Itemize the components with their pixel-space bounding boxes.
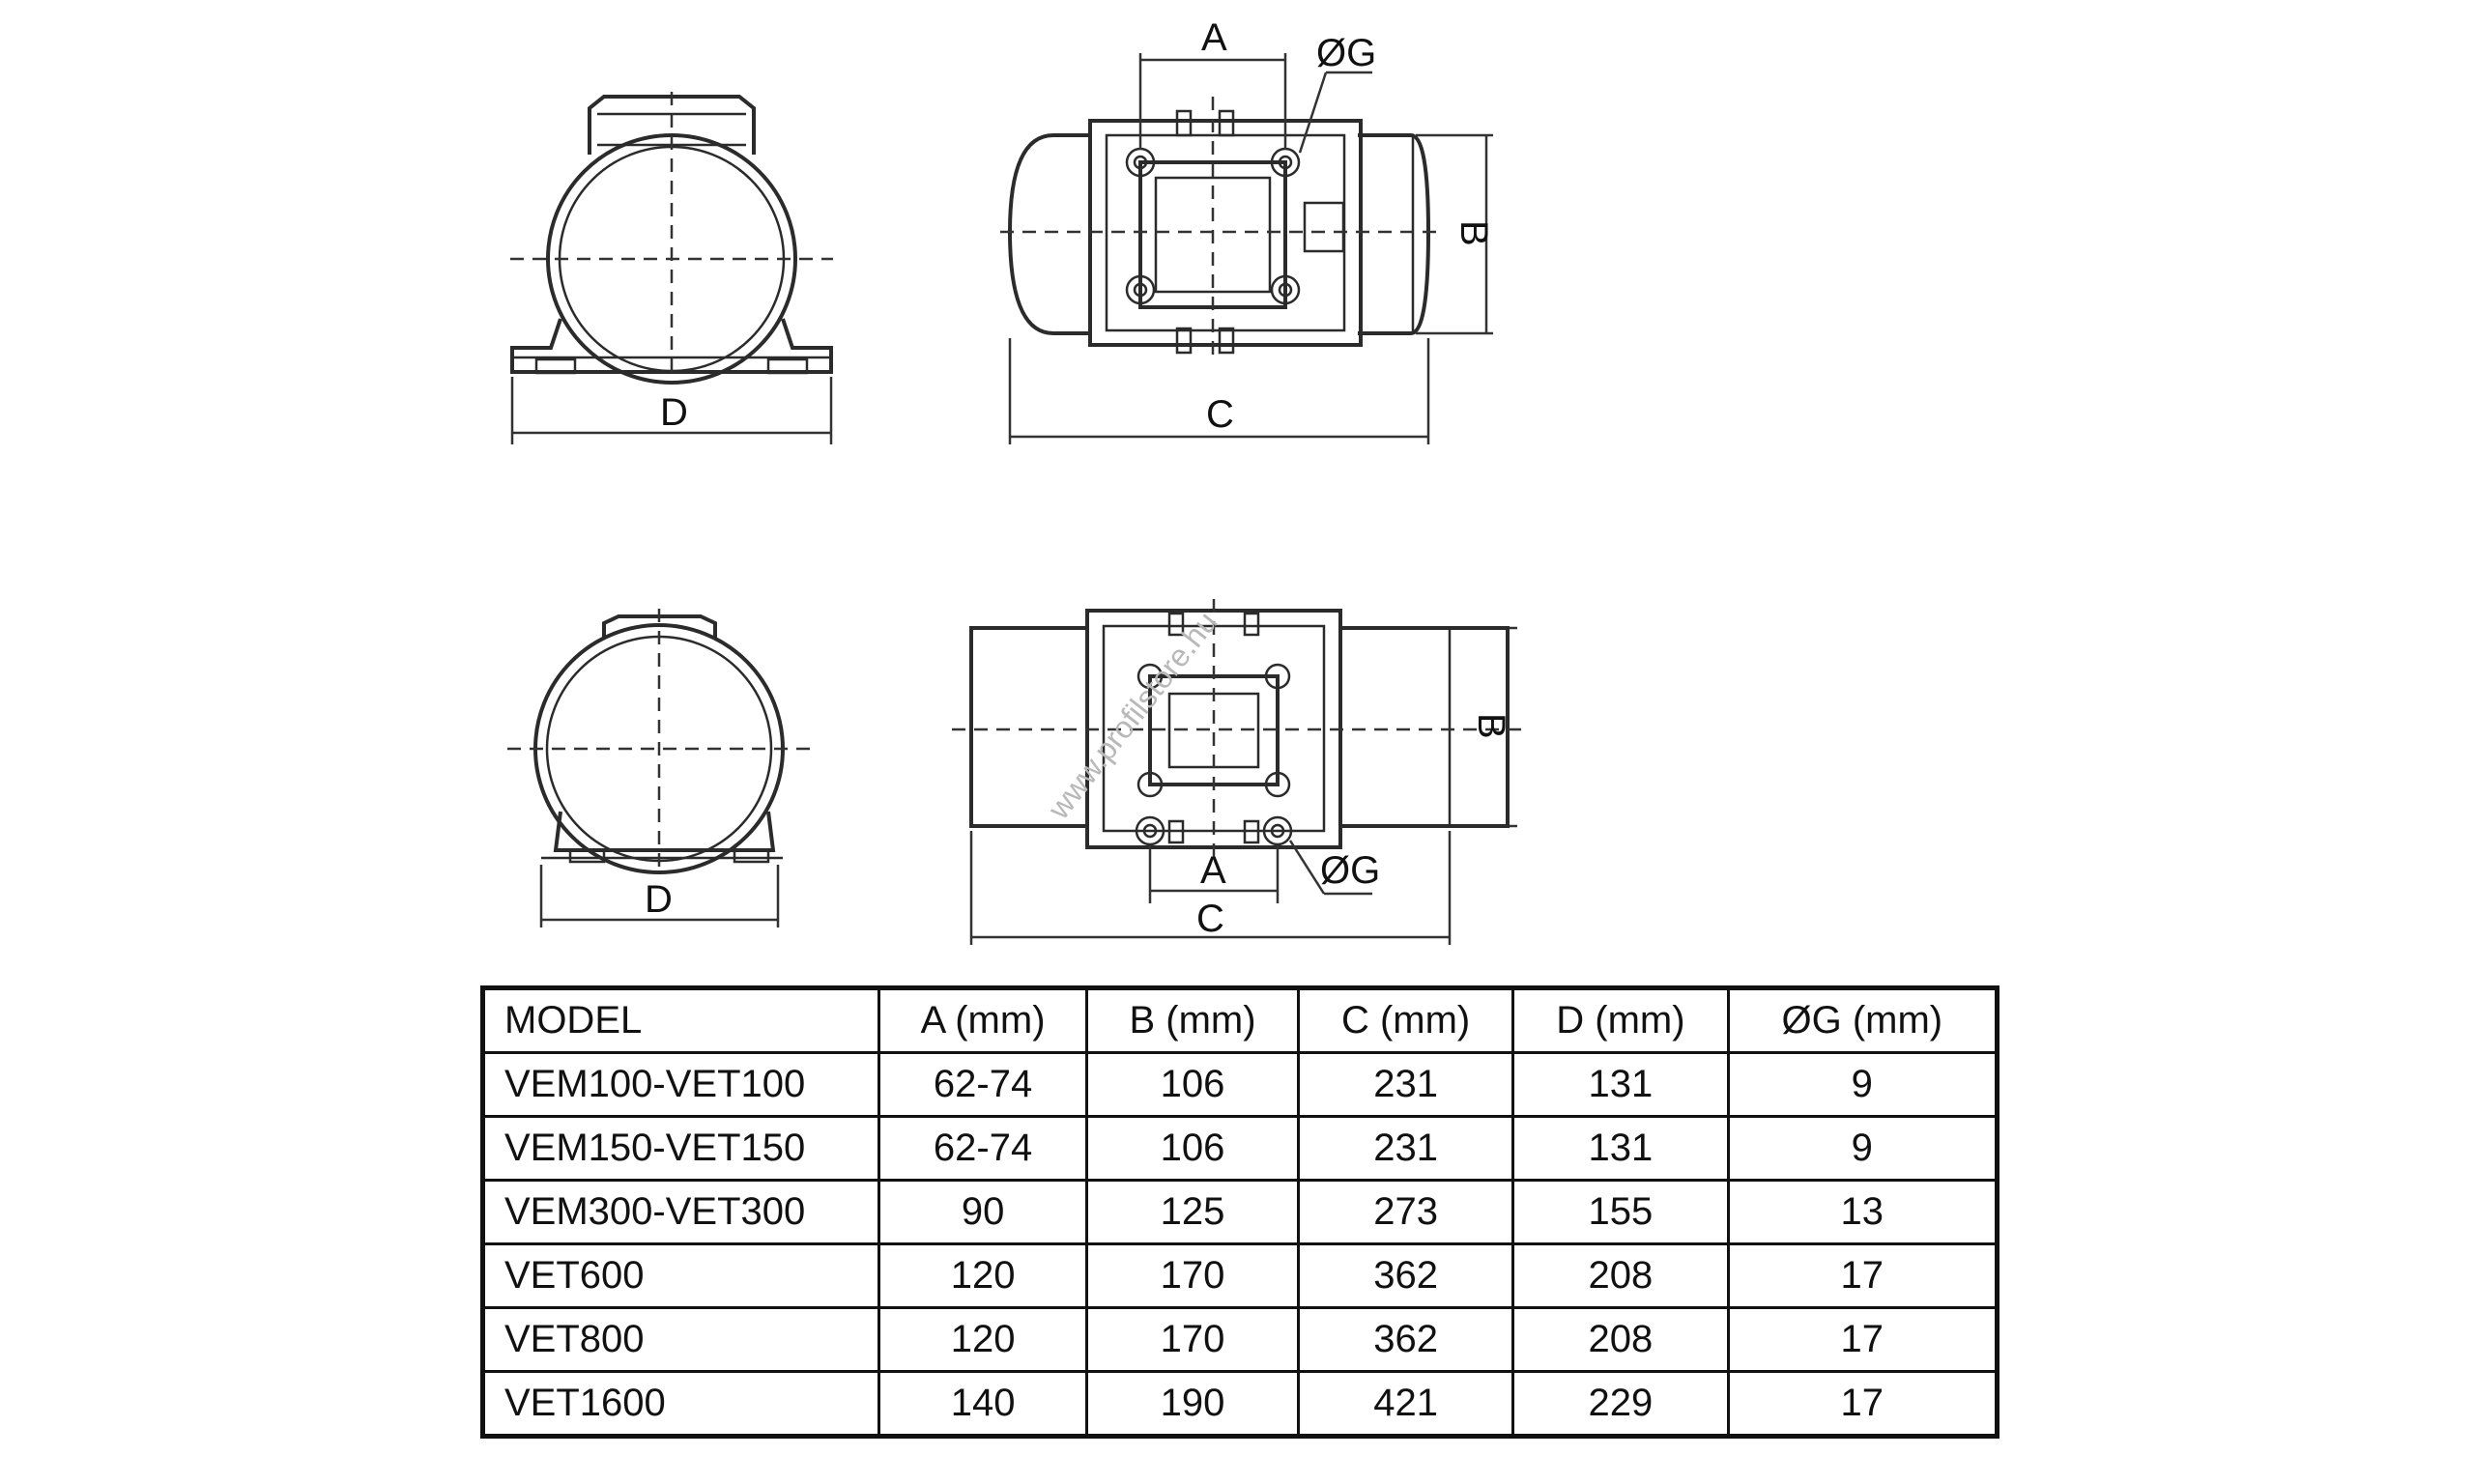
model-cell: VET800 (481, 1306, 880, 1373)
table-cell: 131 (1511, 1115, 1730, 1182)
table-cell: 9 (1726, 1051, 1999, 1118)
side-view-bottom: A ØG B C (952, 599, 1527, 945)
model-cell: VEM100-VET100 (481, 1051, 880, 1118)
header-cell: A (mm) (877, 986, 1089, 1054)
model-cell: VET1600 (481, 1370, 880, 1438)
front-view-top: D (510, 92, 833, 444)
dim-c-label: C (1206, 393, 1234, 436)
dim-d-label-2: D (645, 878, 673, 921)
table-cell: 273 (1296, 1179, 1515, 1245)
table-cell: 421 (1296, 1370, 1515, 1438)
table-row: VET1600 140 190 421 229 17 (481, 1370, 1999, 1438)
dim-b-label: B (1453, 220, 1495, 246)
table-row: VEM150-VET150 62-74 106 231 131 9 (481, 1115, 1999, 1182)
table-cell: 362 (1296, 1306, 1515, 1373)
table-cell: 90 (877, 1179, 1089, 1245)
table-cell: 131 (1511, 1051, 1730, 1118)
dim-a-label: A (1201, 16, 1227, 59)
table-cell: 13 (1726, 1179, 1999, 1245)
table-cell: 170 (1085, 1242, 1300, 1309)
table-row: VEM300-VET300 90 125 273 155 13 (481, 1179, 1999, 1245)
table-cell: 62-74 (877, 1051, 1089, 1118)
table-cell: 155 (1511, 1179, 1730, 1245)
table-cell: 140 (877, 1370, 1089, 1438)
header-cell: B (mm) (1085, 986, 1300, 1054)
table-cell: 231 (1296, 1051, 1515, 1118)
table-row: VET800 120 170 362 208 17 (481, 1306, 1999, 1373)
table-cell: 231 (1296, 1115, 1515, 1182)
table-cell: 106 (1085, 1115, 1300, 1182)
header-cell: MODEL (481, 986, 880, 1054)
table-cell: 125 (1085, 1179, 1300, 1245)
technical-drawing: D A (507, 16, 1527, 945)
table-cell: 362 (1296, 1242, 1515, 1309)
dim-g-label: ØG (1316, 32, 1376, 74)
table-cell: 120 (877, 1306, 1089, 1373)
model-cell: VEM150-VET150 (481, 1115, 880, 1182)
model-cell: VEM300-VET300 (481, 1179, 880, 1245)
table-header-row: MODEL A (mm) B (mm) C (mm) D (mm) ØG (mm… (481, 986, 1999, 1054)
table-row: VEM100-VET100 62-74 106 231 131 9 (481, 1051, 1999, 1118)
table-cell: 17 (1726, 1306, 1999, 1373)
table-cell: 9 (1726, 1115, 1999, 1182)
table-cell: 208 (1511, 1306, 1730, 1373)
table-cell: 190 (1085, 1370, 1300, 1438)
table-cell: 120 (877, 1242, 1089, 1309)
table-cell: 62-74 (877, 1115, 1089, 1182)
dim-c-label-2: C (1196, 898, 1224, 940)
header-cell: C (mm) (1296, 986, 1515, 1054)
dim-b-label-2: B (1470, 713, 1512, 739)
table-cell: 208 (1511, 1242, 1730, 1309)
dim-d-label: D (660, 391, 688, 434)
dim-g-label-2: ØG (1320, 849, 1380, 892)
table-cell: 17 (1726, 1242, 1999, 1309)
front-view-bottom: D (507, 609, 812, 928)
spec-table: MODEL A (mm) B (mm) C (mm) D (mm) ØG (mm… (480, 985, 1999, 1439)
table-cell: 17 (1726, 1370, 1999, 1438)
table-cell: 229 (1511, 1370, 1730, 1438)
header-cell: ØG (mm) (1726, 986, 1999, 1054)
header-cell: D (mm) (1511, 986, 1730, 1054)
table-cell: 170 (1085, 1306, 1300, 1373)
table-row: VET600 120 170 362 208 17 (481, 1242, 1999, 1309)
dim-a-label-2: A (1200, 849, 1226, 892)
watermark: www.profilstore.hu (1041, 605, 1224, 826)
model-cell: VET600 (481, 1242, 880, 1309)
table-cell: 106 (1085, 1051, 1300, 1118)
side-view-top: A ØG B C (1000, 16, 1495, 444)
